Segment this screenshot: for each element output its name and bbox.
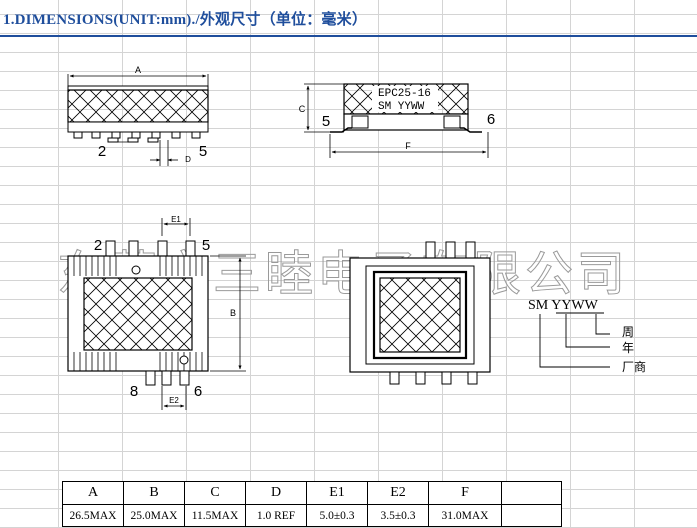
- top-view-top-pins: [425, 241, 476, 259]
- table-value-row: 26.5MAX 25.0MAX 11.5MAX 1.0 REF 5.0±0.3 …: [62, 504, 562, 527]
- side-pin-label-right: 5: [199, 143, 207, 160]
- bottom-pin-label-5: 5: [202, 237, 210, 254]
- value-cell-empty: [501, 504, 562, 527]
- header-cell-c: C: [184, 481, 246, 505]
- front-pin-right: [460, 127, 482, 133]
- header-cell-a: A: [62, 481, 124, 505]
- bottom-view-bottom-pins: [145, 370, 190, 386]
- bottom-pin-label-8: 8: [130, 383, 138, 400]
- front-view: C EPC25-16 SM YYWW 5 6 F: [299, 83, 495, 158]
- bottom-pin-label-6: 6: [194, 383, 202, 400]
- side-view-winding: [67, 89, 209, 123]
- legend-code: SM YYWW: [528, 298, 599, 313]
- header-cell-e2: E2: [367, 481, 429, 505]
- dim-e2-label: E2: [169, 396, 179, 405]
- table-header-row: A B C D E1 E2 F: [62, 481, 562, 505]
- page-title: 1.DIMENSIONS(UNIT:mm)./外观尺寸（单位：毫米）: [3, 12, 368, 28]
- legend-maker: 厂商: [622, 359, 646, 374]
- value-cell-d: 1.0 REF: [245, 504, 307, 527]
- dim-d-label: D: [185, 155, 191, 164]
- top-view-winding: [379, 277, 461, 353]
- marking-line2: SM YYWW: [378, 101, 425, 113]
- dim-a-label: A: [135, 65, 141, 75]
- value-cell-c: 11.5MAX: [184, 504, 246, 527]
- front-view-base: [343, 113, 469, 131]
- header-cell-d: D: [245, 481, 307, 505]
- marking-line1: EPC25-16: [378, 88, 431, 100]
- bottom-view-top-pins: [105, 240, 196, 257]
- side-view-base: [67, 121, 209, 133]
- dim-b-label: B: [230, 308, 236, 318]
- marking-legend: SM YYWW 周 年 厂商: [528, 298, 646, 374]
- pin1-marker-top: [131, 265, 141, 275]
- bottom-view-bottom-ribs: [73, 352, 203, 371]
- bottom-view: E1 2 5: [67, 215, 246, 410]
- dim-f-label: F: [405, 141, 411, 151]
- bottom-view-winding: [83, 277, 193, 351]
- front-pin-left: [330, 127, 352, 133]
- front-pin-label-right: 6: [487, 111, 495, 128]
- dim-e1-label: E1: [171, 215, 181, 224]
- header-cell-f: F: [428, 481, 502, 505]
- header-cell-empty: [501, 481, 562, 505]
- header-cell-e1: E1: [306, 481, 368, 505]
- side-pin-label-left: 2: [98, 143, 106, 160]
- value-cell-e1: 5.0±0.3: [306, 504, 368, 527]
- top-view: [349, 241, 491, 385]
- top-view-bottom-pins: [389, 371, 478, 385]
- legend-week: 周: [622, 325, 634, 339]
- side-view: A D 2 5: [67, 65, 209, 166]
- legend-year: 年: [622, 341, 634, 355]
- value-cell-e2: 3.5±0.3: [367, 504, 429, 527]
- dimension-table: A B C D E1 E2 F 26.5MAX 25.0MAX 11.5MAX …: [62, 481, 562, 527]
- bottom-view-top-ribs: [73, 256, 203, 276]
- bottom-pin-label-2: 2: [94, 237, 102, 254]
- title-underline: [0, 35, 697, 37]
- side-view-pins: [73, 131, 201, 143]
- value-cell-f: 31.0MAX: [428, 504, 502, 527]
- front-pin-label-left: 5: [322, 113, 330, 130]
- pin1-marker-bottom: [179, 355, 189, 365]
- value-cell-a: 26.5MAX: [62, 504, 124, 527]
- value-cell-b: 25.0MAX: [123, 504, 185, 527]
- dim-c-label: C: [299, 104, 306, 114]
- header-cell-b: B: [123, 481, 185, 505]
